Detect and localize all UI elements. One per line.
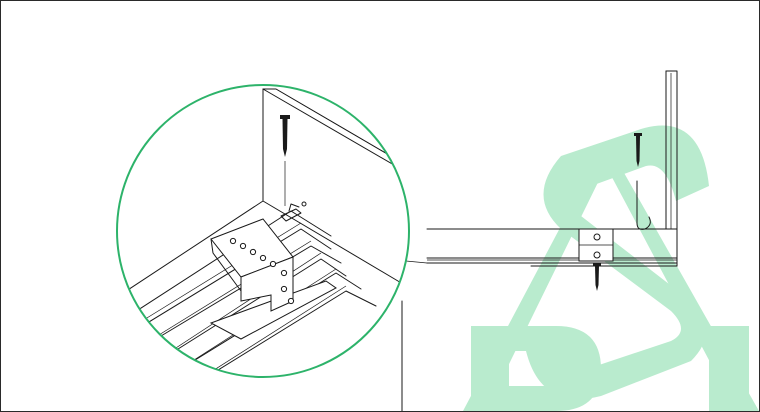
cabinet-assembly bbox=[401, 70, 678, 411]
mounting-bracket-icon bbox=[578, 228, 614, 262]
watermark-letter-i bbox=[709, 326, 749, 411]
watermark-letter-s bbox=[526, 125, 709, 400]
detail-circle bbox=[116, 84, 410, 378]
screw-icon bbox=[634, 133, 642, 167]
mounting-bracket-icon bbox=[210, 218, 295, 312]
screw-icon bbox=[593, 263, 601, 291]
watermark-letter-p bbox=[471, 326, 601, 411]
screw-icon bbox=[280, 115, 290, 157]
detail-view bbox=[117, 88, 409, 377]
hook-clip bbox=[636, 180, 651, 230]
side-panel bbox=[665, 70, 678, 267]
watermark-logo bbox=[463, 125, 759, 411]
